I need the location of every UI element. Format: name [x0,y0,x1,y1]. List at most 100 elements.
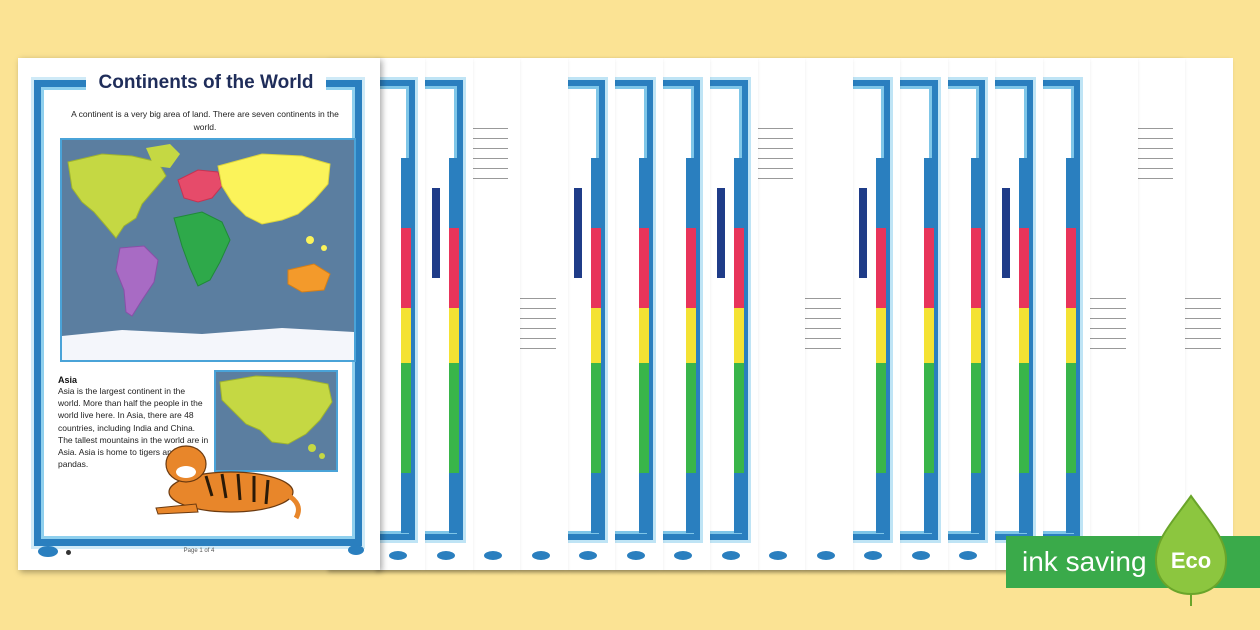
stacked-page-footer [758,540,853,570]
image-edge [574,188,582,278]
color-strip [1066,363,1076,473]
stacked-page-footer [615,540,710,570]
asia-map [214,370,338,472]
color-strip [401,363,411,473]
color-strip [1066,473,1076,533]
image-edge [431,188,440,278]
color-strip [923,228,934,308]
color-strip [591,308,601,363]
color-strip [686,308,696,363]
color-strip [876,473,886,533]
color-strip [1018,228,1029,308]
color-strip [448,473,459,533]
color-strip [876,158,886,228]
color-strip [1018,158,1029,228]
tiger-illustration [136,434,306,524]
color-strip [448,308,459,363]
color-strip [1018,473,1029,533]
image-edge [716,188,725,278]
page-title: Continents of the World [98,72,314,93]
color-strip [686,473,696,533]
color-strip [591,363,601,473]
tiger-icon [155,445,301,520]
color-strip [448,228,459,308]
footer-logo-icon [626,551,645,560]
color-strip [733,473,744,533]
footer-logo-icon [769,551,787,560]
footer-dot-icon [66,550,71,555]
color-strip [733,363,744,473]
stacked-page-footer [473,540,568,570]
color-strip [638,363,649,473]
asia-heading: Asia [58,375,78,385]
color-strip [1018,308,1029,363]
color-strip [1018,363,1029,473]
footer-logo-icon [389,551,407,560]
stacked-page-footer [663,540,758,570]
color-strip [923,473,934,533]
footer-logo-icon [531,551,550,560]
color-strip [638,308,649,363]
color-strip [401,228,411,308]
twinkl-logo-icon [38,546,58,557]
color-strip [971,473,981,533]
color-strip [686,158,696,228]
image-edge [1001,188,1010,278]
color-strip [591,158,601,228]
stacked-page-footer [378,540,473,570]
stacked-page-footer [568,540,663,570]
color-strip [876,308,886,363]
front-worksheet-page: Continents of the World A continent is a… [18,58,380,570]
world-map-graphic [62,140,354,360]
stacked-page-footer [330,540,425,570]
color-strip [1066,228,1076,308]
footer-logo-icon [436,551,455,560]
footer-logo-icon [721,551,740,560]
color-strip [971,363,981,473]
page-footer: Page 1 of 4 [18,540,380,570]
stacked-page-footer [900,540,995,570]
eco-leaf-icon: Eco [1154,494,1228,606]
ink-saving-label: ink saving [1022,546,1147,577]
color-strip [401,473,411,533]
color-strip [733,308,744,363]
color-strip [638,228,649,308]
world-map [60,138,356,362]
asia-map-graphic [216,372,336,470]
asia-text: Asia is the largest continent in the wor… [58,386,209,470]
stacked-page-footer [520,540,615,570]
color-strip [733,228,744,308]
color-strip [923,363,934,473]
color-strip [1066,158,1076,228]
color-strip [923,308,934,363]
footer-logo-icon [959,551,977,560]
color-strip [686,228,696,308]
color-strip [971,228,981,308]
color-strip [401,158,411,228]
color-strip [448,158,459,228]
color-strip [591,473,601,533]
footer-logo-icon [579,551,597,560]
color-strip [591,228,601,308]
color-strip [923,158,934,228]
color-strip [733,158,744,228]
stacked-page-footer [425,540,520,570]
color-strip [971,158,981,228]
page-number: Page 1 of 4 [183,548,215,554]
footer-logo-icon [816,551,835,560]
color-strip [638,158,649,228]
stacked-page-footer [853,540,948,570]
stacked-page-footer [805,540,900,570]
color-strip [971,308,981,363]
image-edge [859,188,867,278]
footer-logo-icon [484,551,502,560]
footer-logo-icon [348,545,364,555]
color-strip [1066,308,1076,363]
color-strip [876,363,886,473]
color-strip [876,228,886,308]
color-strip [448,363,459,473]
intro-text: A continent is a very big area of land. … [71,109,339,132]
footer-logo-icon [864,551,882,560]
stacked-page-footer [710,540,805,570]
